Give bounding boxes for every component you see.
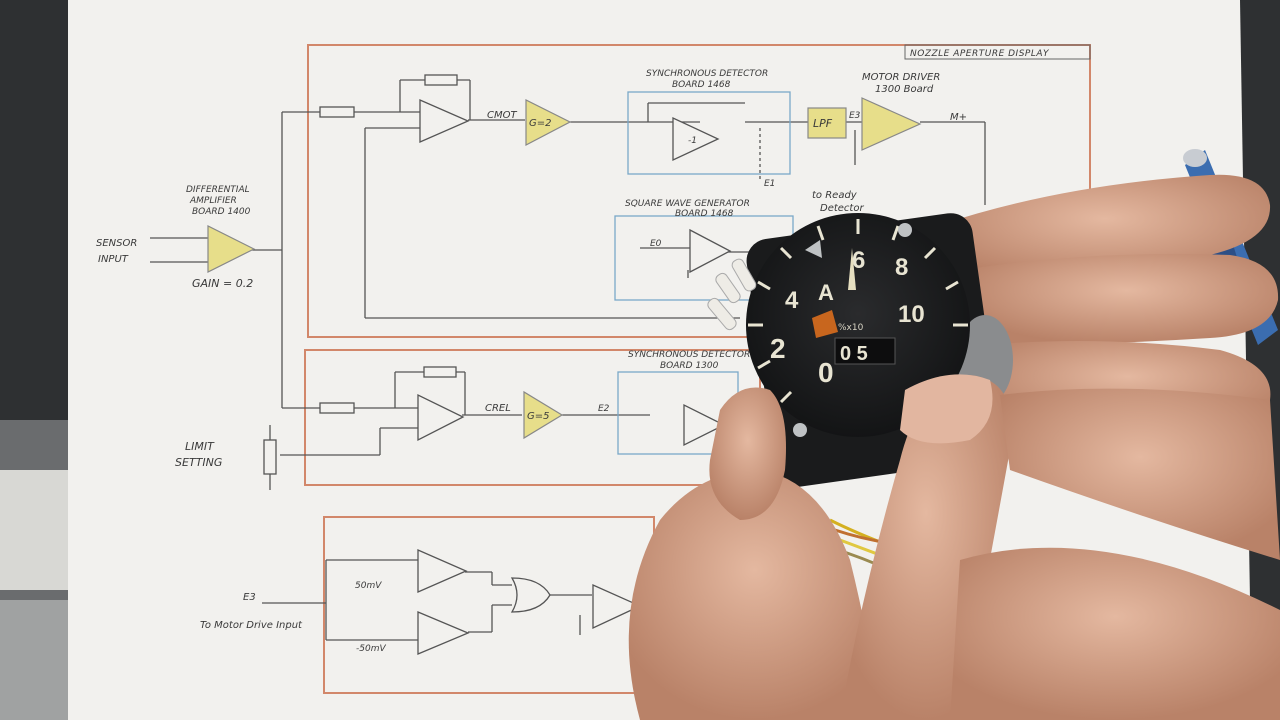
opamps xyxy=(417,99,732,655)
bezel-pointer xyxy=(805,240,822,258)
diff-amp-1: DIFFERENTIAL xyxy=(186,185,250,195)
limit-label-1: LIMIT xyxy=(185,440,215,453)
g5-amp xyxy=(523,390,564,440)
dial-number-4: 4 xyxy=(785,287,799,314)
mv-neg-label: -50mV xyxy=(356,644,386,654)
e3-in-label: E3 xyxy=(243,592,256,603)
square-wave-board: BOARD 1468 xyxy=(675,209,734,219)
gauge-screw xyxy=(898,223,912,237)
ready-detector: Detector xyxy=(820,203,864,214)
dial-number-6: 6 xyxy=(852,247,865,274)
title-box xyxy=(904,44,1091,60)
sync-det-1-board: BOARD 1468 xyxy=(672,80,731,90)
motor-driver-label: MOTOR DRIVER xyxy=(862,72,940,83)
g2-label: G=2 xyxy=(529,118,552,129)
diff-amp-3: BOARD 1400 xyxy=(192,207,251,217)
g5-label: G=5 xyxy=(527,411,550,422)
dial-unit: %x10 xyxy=(838,323,864,333)
orange-flag xyxy=(812,310,838,338)
indicator-lamps xyxy=(707,258,757,331)
title-box-label: NOZZLE APERTURE DISPLAY xyxy=(910,49,1050,59)
diff-amp xyxy=(207,225,256,273)
e3-label: E3 xyxy=(849,111,861,121)
mplus-label: M+ xyxy=(950,112,967,123)
crel-label: CREL xyxy=(485,403,511,414)
sync-det-2-label: SYNCHRONOUS DETECTOR xyxy=(628,350,750,360)
motor-driver-board: 1300 Board xyxy=(875,84,934,95)
limit-label-2: SETTING xyxy=(175,456,222,469)
mv-pos-label: 50mV xyxy=(355,581,382,591)
e1-label: E1 xyxy=(764,179,775,189)
counter-window xyxy=(834,337,896,365)
sync-det-1-label: SYNCHRONOUS DETECTOR xyxy=(646,69,768,79)
dial-number-10: 10 xyxy=(898,301,925,328)
lpf-label: LPF xyxy=(813,117,833,130)
sync-det-2-board: BOARD 1300 xyxy=(660,361,719,371)
minus1-label: -1 xyxy=(688,136,697,146)
square-wave-label: SQUARE WAVE GENERATOR xyxy=(625,199,750,209)
gauge-ticks xyxy=(748,219,968,404)
gauge-face xyxy=(746,213,970,437)
dial-number-8: 8 xyxy=(895,254,908,281)
counter-digits: 0 5 xyxy=(840,343,868,365)
gain-label: GAIN = 0.2 xyxy=(192,277,253,290)
front-hand xyxy=(628,374,1280,720)
to-motor-label: To Motor Drive Input xyxy=(200,620,303,631)
lpf-box xyxy=(807,107,847,139)
schematic-labels: CMOT G=2 SYNCHRONOUS DETECTOR BOARD 1468… xyxy=(96,69,967,654)
sensor-label-2: INPUT xyxy=(98,254,129,265)
sensor-label-1: SENSOR xyxy=(96,238,137,249)
gauge-needle xyxy=(848,248,856,290)
diff-amp-2: AMPLIFIER xyxy=(189,196,237,206)
dial-number-2: 2 xyxy=(770,333,786,364)
ready-label: to Ready xyxy=(812,190,858,201)
dial-letter-a: A xyxy=(818,280,834,305)
g2-amp xyxy=(525,99,572,146)
e0-label: E0 xyxy=(650,239,662,249)
amplifiers xyxy=(207,97,922,440)
motor-driver-amp xyxy=(861,97,922,151)
e2-label: E2 xyxy=(598,404,610,414)
cmot-label: CMOT xyxy=(487,110,517,121)
dial-number-0: 0 xyxy=(818,357,834,388)
